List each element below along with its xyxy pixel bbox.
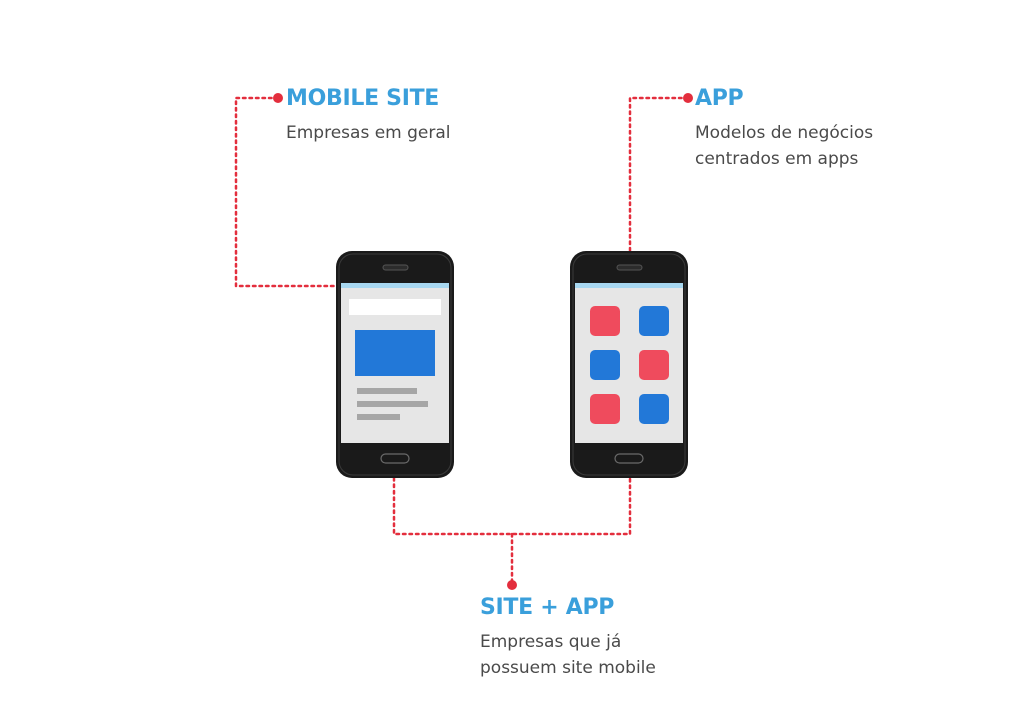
site-app-description-line: Empresas que já bbox=[480, 632, 622, 652]
app-top-bar bbox=[575, 283, 683, 288]
app-icon-blue bbox=[639, 394, 669, 424]
app-phone bbox=[570, 251, 688, 478]
app-icon-blue bbox=[639, 306, 669, 336]
connector-mobile-site-dot bbox=[273, 93, 283, 103]
phone-speaker bbox=[382, 264, 409, 271]
app-icon-red bbox=[639, 350, 669, 380]
connector-site-app-line bbox=[392, 476, 632, 536]
mobile-site-description-line: Empresas em geral bbox=[286, 123, 451, 143]
connector-app-line bbox=[628, 96, 690, 254]
home-button bbox=[614, 453, 644, 464]
connector-app-dot bbox=[683, 93, 693, 103]
mobile-site-description: Empresas em geral bbox=[286, 120, 451, 146]
site-app-title: SITE + APP bbox=[480, 595, 615, 620]
phone-body-highlight bbox=[338, 253, 452, 476]
phone-speaker bbox=[616, 264, 643, 271]
app-icon-red bbox=[590, 306, 620, 336]
app-label: APP Modelos de negócios centrados em app… bbox=[695, 86, 873, 172]
phone-body-highlight bbox=[572, 253, 686, 476]
browser-address-bar bbox=[349, 299, 441, 315]
mobile-site-label: MOBILE SITE Empresas em geral bbox=[286, 86, 451, 146]
web-hero-image bbox=[355, 330, 435, 376]
site-app-label: SITE + APP Empresas que já possuem site … bbox=[480, 595, 656, 681]
web-text-line bbox=[357, 388, 417, 394]
web-text-line bbox=[357, 414, 400, 420]
mobile-site-title: MOBILE SITE bbox=[286, 86, 440, 111]
app-title: APP bbox=[695, 86, 744, 111]
app-description-line: Modelos de negócios bbox=[695, 123, 874, 143]
connector-mobile-site-line bbox=[234, 96, 338, 288]
connector-site-app-dot bbox=[507, 580, 517, 590]
connector-site-app bbox=[392, 476, 632, 590]
connector-app bbox=[628, 93, 693, 254]
mobile-site-phone bbox=[336, 251, 454, 478]
app-icon-blue bbox=[590, 350, 620, 380]
home-button bbox=[380, 453, 410, 464]
app-description: Modelos de negócios centrados em apps bbox=[695, 120, 873, 172]
connector-mobile-site bbox=[234, 93, 338, 288]
site-app-description: Empresas que já possuem site mobile bbox=[480, 629, 656, 681]
web-text-line bbox=[357, 401, 428, 407]
site-app-description-line: possuem site mobile bbox=[480, 658, 656, 678]
app-icon-red bbox=[590, 394, 620, 424]
app-icon-grid bbox=[590, 306, 669, 424]
browser-top-bar bbox=[341, 283, 449, 288]
app-description-line: centrados em apps bbox=[695, 149, 859, 169]
